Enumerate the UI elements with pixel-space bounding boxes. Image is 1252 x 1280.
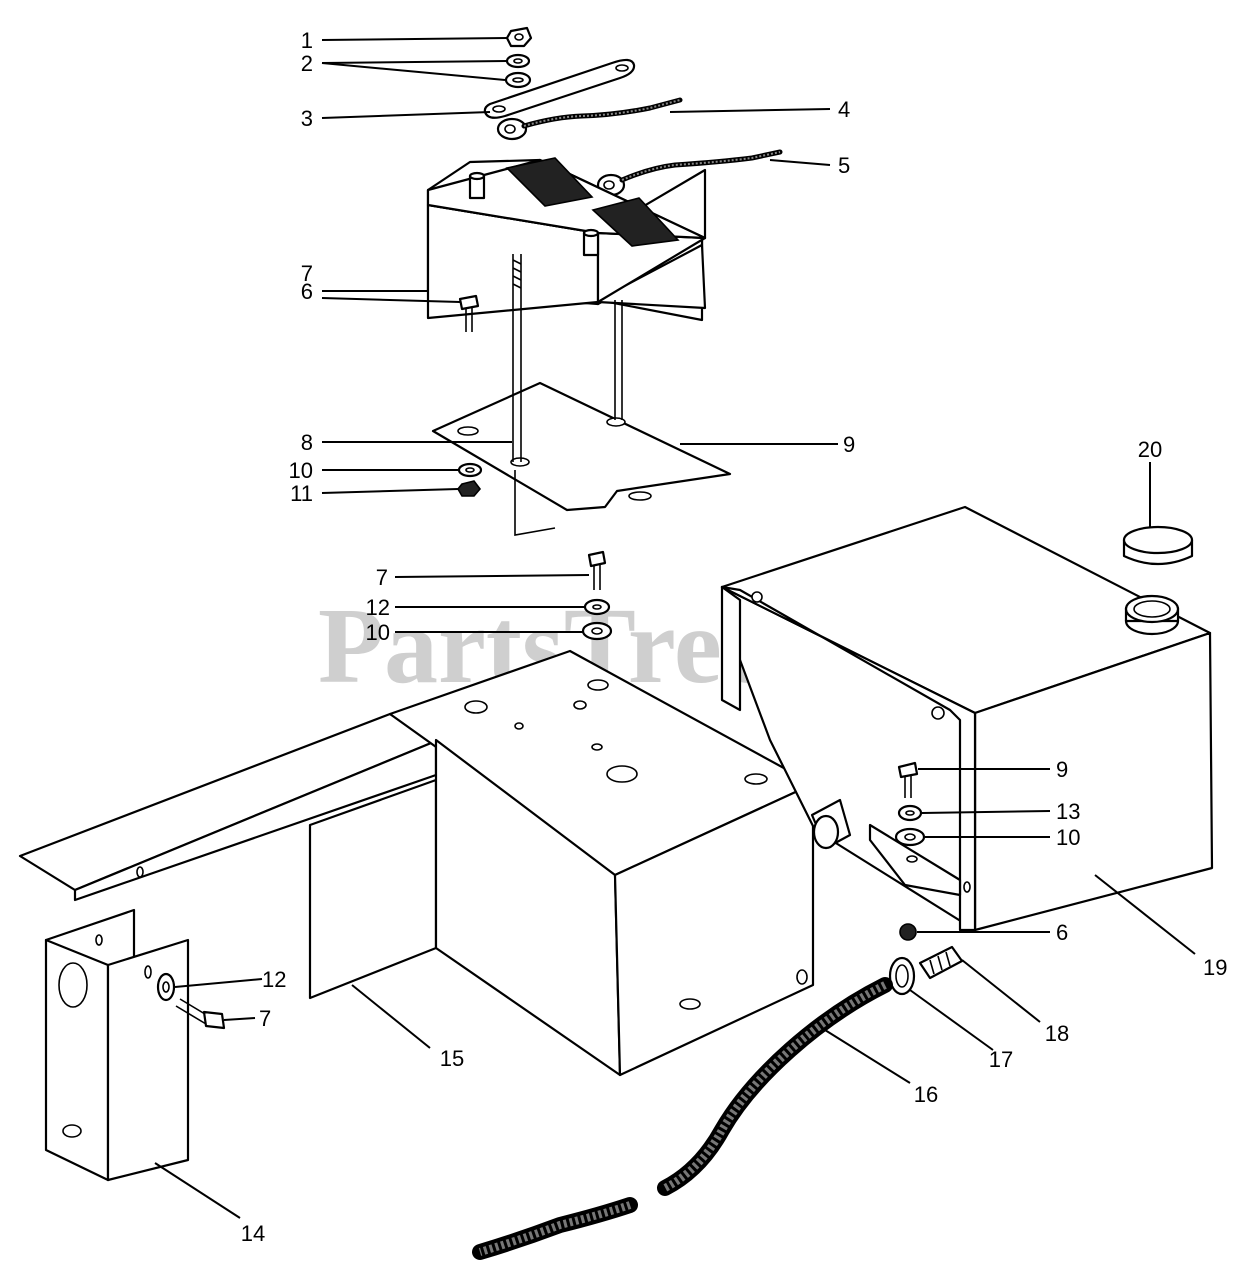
washer-part-10-mid [581, 621, 613, 641]
battery-box-part-15 [18, 649, 815, 1077]
fuel-cap-part-20 [1122, 525, 1194, 566]
hose-clamp-part-17 [888, 956, 916, 996]
washer-part-12-bracket [156, 972, 176, 1002]
callout-6-battery: 6 [301, 279, 313, 304]
callout-16: 16 [914, 1082, 938, 1107]
nut-part-6-tank [899, 923, 917, 941]
callout-2: 2 [301, 51, 313, 76]
callout-9-tray: 9 [843, 432, 855, 457]
callout-10-tank: 10 [1056, 825, 1080, 850]
callout-12-mid: 12 [366, 595, 390, 620]
hold-down-strap-part-3 [483, 58, 636, 119]
fitting-part-18 [918, 945, 964, 980]
callout-1: 1 [301, 28, 313, 53]
callout-3: 3 [301, 106, 313, 131]
callout-19: 19 [1203, 955, 1227, 980]
hex-nut-part-1 [505, 26, 533, 48]
washer-part-13 [897, 804, 923, 822]
nut-part-11 [457, 480, 482, 497]
washer-part-12-mid [583, 598, 611, 616]
callout-11: 11 [290, 481, 313, 506]
bolt-part-9-tank [897, 761, 919, 798]
battery-part-6 [426, 157, 707, 322]
callout-labels: 1 2 3 4 5 6 7 8 9 10 11 7 12 10 20 9 13 … [241, 28, 1228, 1246]
callout-7-bracket: 7 [259, 1006, 271, 1031]
bolt-part-7-bracket [175, 998, 226, 1030]
washer-part-2 [504, 53, 532, 89]
bracket-part-14 [44, 908, 190, 1182]
washer-part-10-top [457, 462, 483, 478]
callout-13: 13 [1056, 799, 1080, 824]
callout-20: 20 [1138, 437, 1162, 462]
fuel-hose-part-16 [472, 977, 893, 1260]
callout-7-mid: 7 [376, 565, 388, 590]
bolt-part-7-top [458, 294, 480, 332]
callout-5: 5 [838, 153, 850, 178]
callout-17: 17 [989, 1047, 1013, 1072]
callout-9-tank: 9 [1056, 757, 1068, 782]
cable-part-4 [496, 97, 683, 141]
callout-14: 14 [241, 1221, 265, 1246]
callout-8: 8 [301, 430, 313, 455]
callout-6-tank: 6 [1056, 920, 1068, 945]
callout-7-top: 7 [301, 261, 313, 286]
hold-down-rod-part-8 [512, 254, 522, 462]
callout-12-bracket: 12 [262, 967, 286, 992]
callout-15: 15 [440, 1046, 464, 1071]
battery-tray-part-9 [431, 300, 732, 536]
callout-4: 4 [838, 97, 850, 122]
callout-10-mid: 10 [366, 620, 390, 645]
callout-10-top: 10 [289, 458, 313, 483]
bolt-part-7-mid [587, 550, 607, 590]
callout-18: 18 [1045, 1021, 1069, 1046]
washer-part-10-tank [894, 827, 926, 847]
leader-lines [154, 37, 1196, 1219]
